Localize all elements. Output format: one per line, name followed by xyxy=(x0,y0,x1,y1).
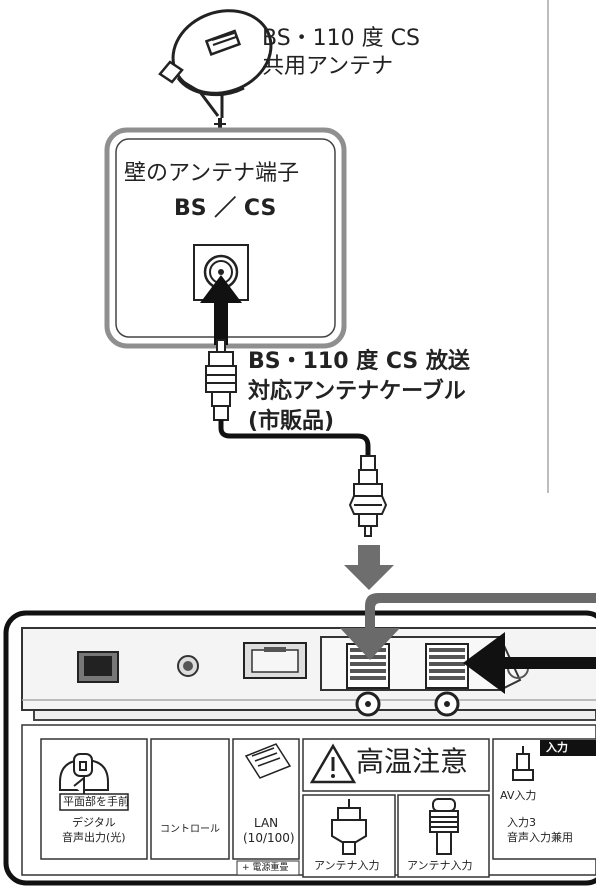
warning-icon xyxy=(309,743,357,784)
input-tab xyxy=(540,740,596,756)
satellite-dish-icon xyxy=(158,9,273,118)
input3-label-line1: 入力3 xyxy=(507,816,536,829)
gray-connection-arrow-icon xyxy=(340,593,596,660)
cable-label-line1: BS・110 度 CS 放送 xyxy=(248,349,470,374)
digital-audio-label-line1: デジタル xyxy=(72,816,116,829)
f-connector-top-icon xyxy=(205,339,237,421)
antenna-label-line2: 共用アンテナ xyxy=(262,54,394,79)
antenna-label-line1: BS・110 度 CS xyxy=(262,26,420,51)
high-temp-warning: 高温注意 xyxy=(356,745,469,778)
black-connection-arrow-icon xyxy=(463,632,596,694)
down-arrow-icon xyxy=(344,545,394,590)
optical-output-icon xyxy=(59,753,109,795)
antenna-input-2-label: アンテナ入力 xyxy=(407,859,473,872)
f-connector-bottom-icon xyxy=(348,455,388,537)
cable-label-line3: (市販品) xyxy=(248,409,335,434)
f-plug-icon xyxy=(331,799,367,855)
av-plug-icon xyxy=(512,746,534,781)
input-tab-label: 入力 xyxy=(546,741,568,754)
input3-label-line2: 音声入力兼用 xyxy=(507,831,573,844)
antenna-connector-2-icon xyxy=(425,643,469,717)
optical-port-icon xyxy=(77,651,119,683)
flat-side-label: 平面部を手前 xyxy=(63,795,129,808)
lan-port-icon xyxy=(243,642,307,679)
lan-label-line1: LAN xyxy=(254,816,279,830)
control-label: コントロール xyxy=(160,824,220,835)
antenna-cable xyxy=(218,420,371,458)
cable-label-line2: 対応アンテナケーブル xyxy=(248,379,466,404)
power-weight-label: + 電源重畳 xyxy=(242,863,289,873)
antenna-input-1-label: アンテナ入力 xyxy=(314,859,380,872)
lan-connector-icon xyxy=(244,743,292,779)
insert-arrow-icon xyxy=(200,275,242,345)
lan-label-line2: (10/100) xyxy=(243,831,295,845)
control-jack-icon xyxy=(177,655,199,677)
digital-audio-label-line2: 音声出力(光) xyxy=(62,831,126,844)
f-jack-icon xyxy=(429,798,459,855)
av-input-label: AV入力 xyxy=(500,789,537,802)
wall-terminal-title: 壁のアンテナ端子 xyxy=(124,161,300,186)
wall-terminal-subtitle: BS ／ CS xyxy=(174,196,277,221)
